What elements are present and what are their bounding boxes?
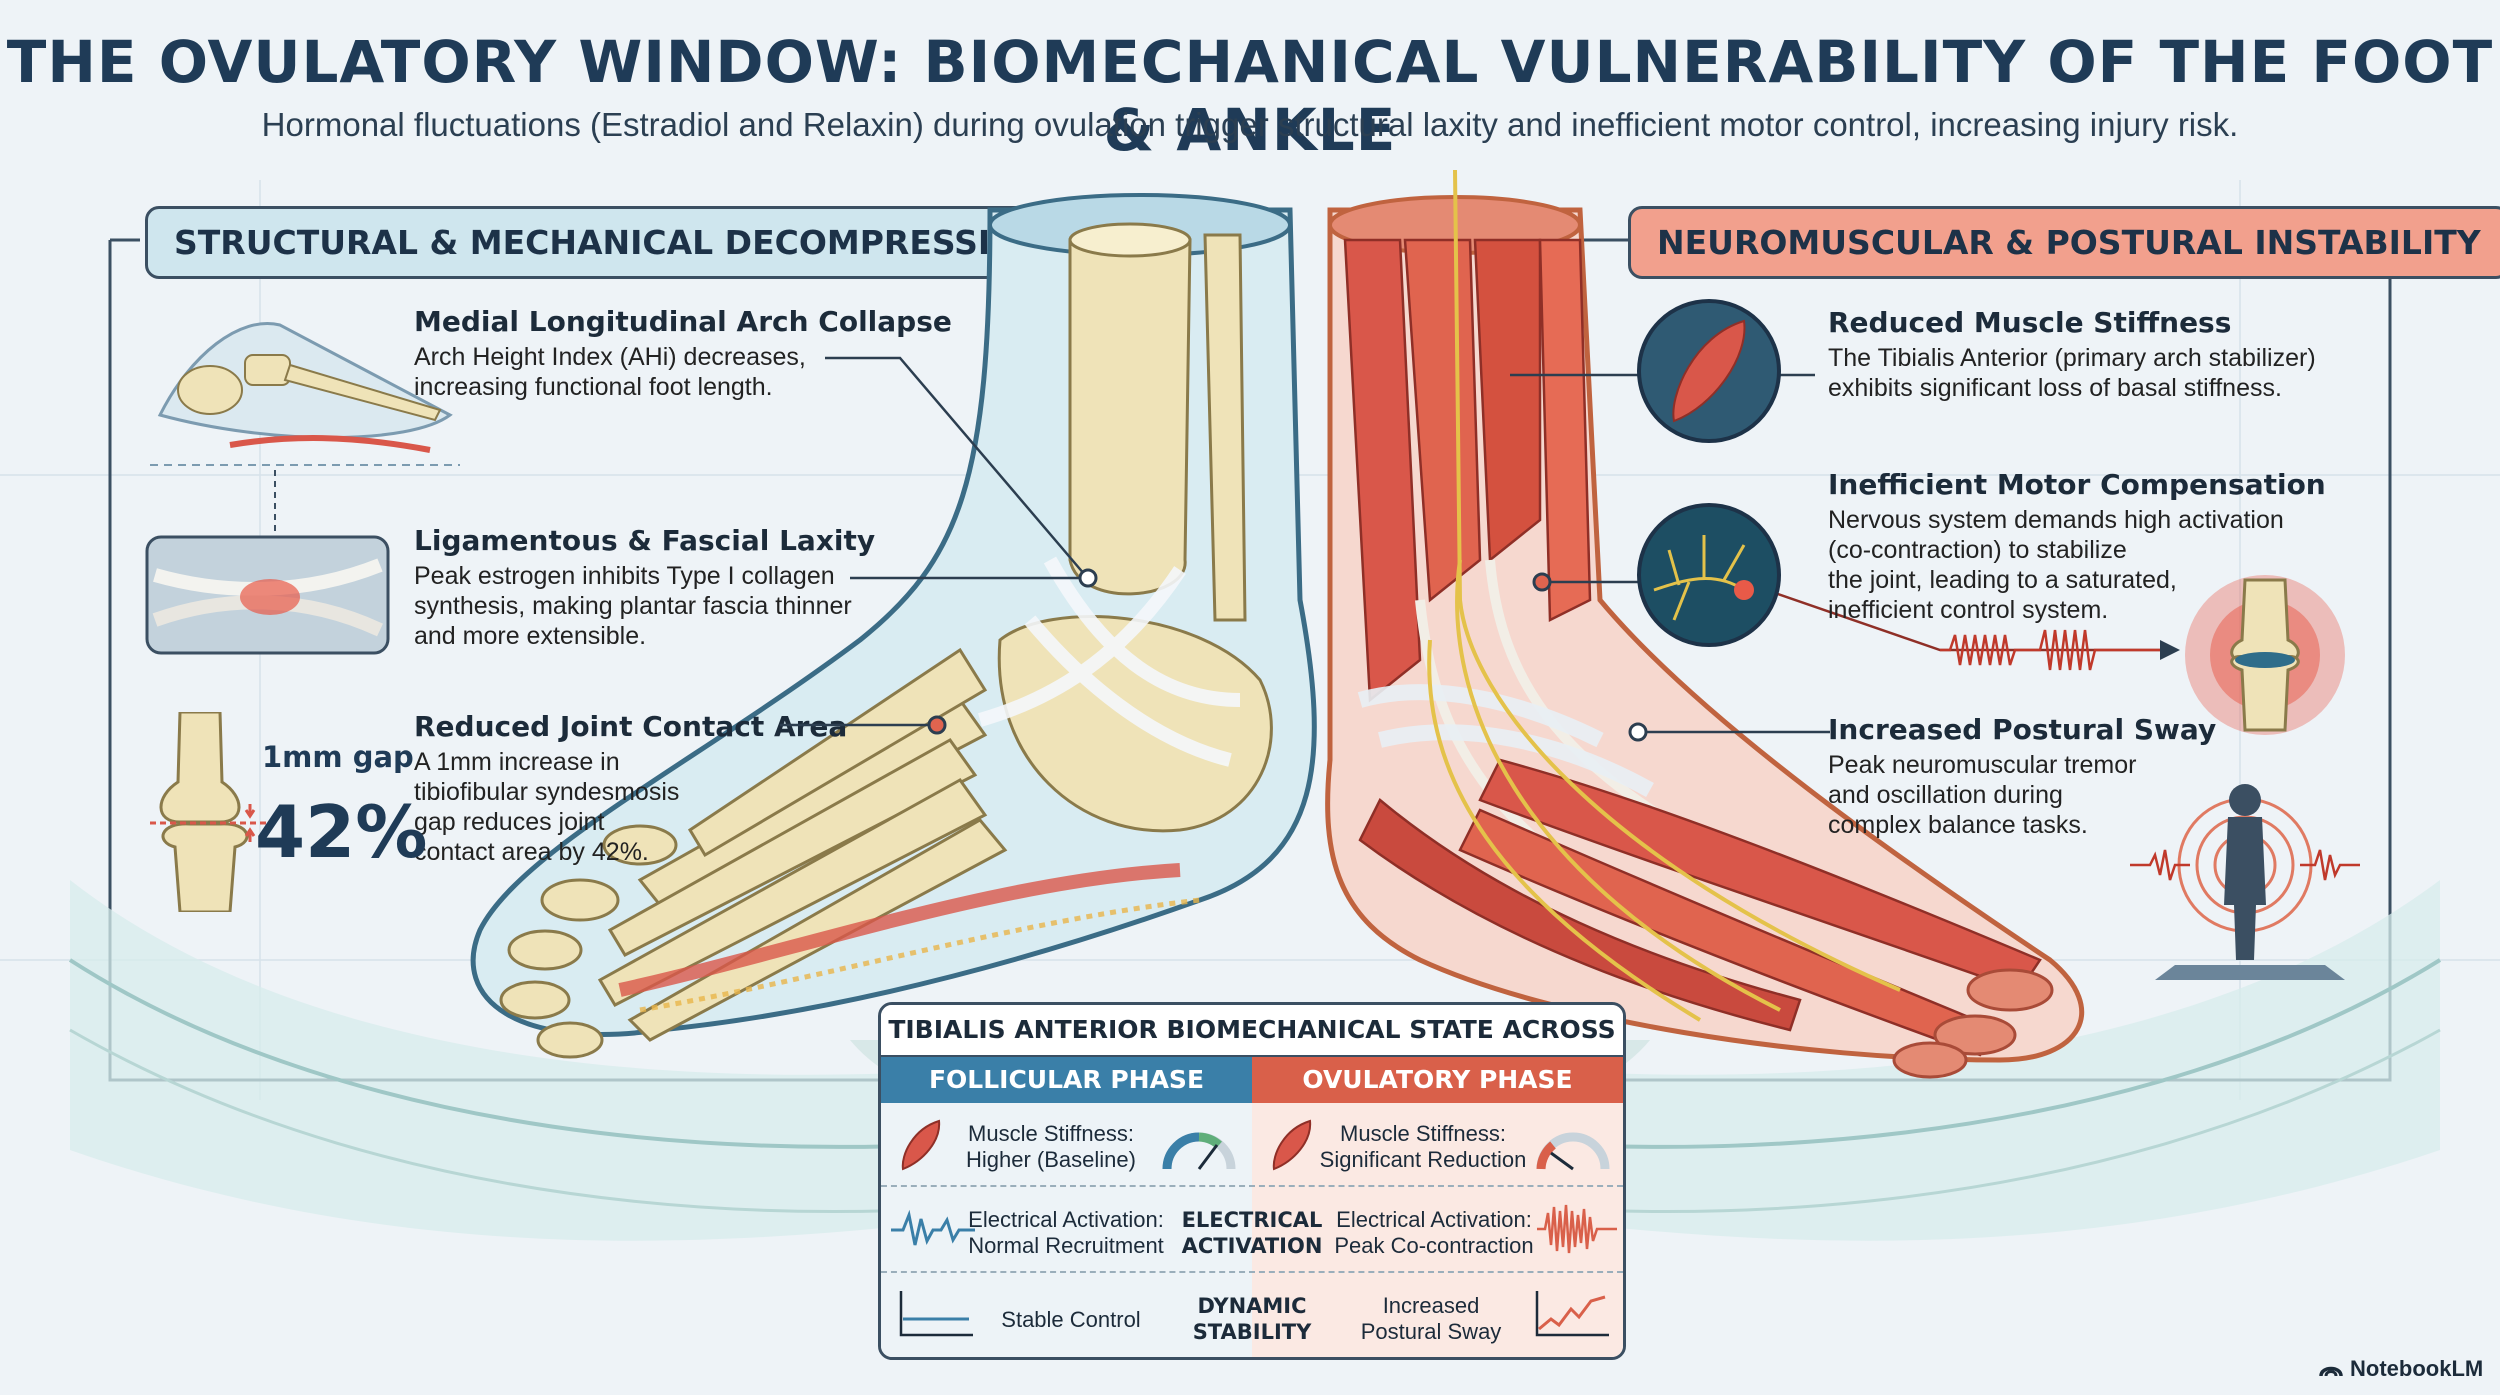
postural-sway-title: Increased Postural Sway — [1828, 713, 2217, 746]
cell-line: Higher (Baseline) — [966, 1147, 1136, 1172]
ovulatory-activation-text: Electrical Activation: Peak Co-contracti… — [1329, 1207, 1539, 1259]
brand-name: NotebookLM — [2350, 1356, 2484, 1381]
stability-graph-icon — [899, 1291, 973, 1337]
cell-line: Increased — [1382, 1293, 1480, 1318]
brand-mark: NotebookLM — [2318, 1356, 2483, 1382]
contact-area-title: Reduced Joint Contact Area — [414, 710, 848, 743]
gauge-icon — [1162, 1132, 1236, 1170]
arch-collapse-body: Arch Height Index (AHi) decreases, incre… — [414, 342, 806, 402]
electrical-activation-label: ELECTRICAL ACTIVATION — [1162, 1207, 1342, 1259]
mid-line: ACTIVATION — [1181, 1234, 1323, 1258]
arch-collapse-title: Medial Longitudinal Arch Collapse — [414, 305, 952, 338]
left-section-heading: STRUCTURAL & MECHANICAL DECOMPRESSION — [145, 206, 1075, 279]
mid-line: STABILITY — [1192, 1320, 1312, 1344]
laxity-title: Ligamentous & Fascial Laxity — [414, 524, 876, 557]
gap-label: 1mm gap — [262, 740, 414, 774]
cell-line: Muscle Stiffness: — [968, 1121, 1134, 1146]
cell-line: Normal Recruitment — [968, 1233, 1164, 1258]
postural-sway-body: Peak neuromuscular tremor and oscillatio… — [1828, 750, 2136, 840]
dynamic-stability-label: DYNAMIC STABILITY — [1162, 1293, 1342, 1345]
mid-line: DYNAMIC — [1197, 1294, 1307, 1318]
motor-compensation-line: (co-contraction) to stabilize — [1828, 536, 2127, 564]
motor-compensation-line: inefficient control system. — [1828, 596, 2109, 624]
ankle-joint-icon — [150, 712, 270, 912]
motor-compensation-line: the joint, leading to a saturated, — [1828, 566, 2177, 594]
waveform-icon — [1537, 1204, 1617, 1254]
inflamed-joint-icon — [2185, 575, 2345, 735]
motor-compensation-line: Nervous system demands high activation — [1828, 506, 2284, 534]
gauge-icon — [1536, 1132, 1610, 1171]
table-title: TIBIALIS ANTERIOR BIOMECHANICAL STATE AC… — [881, 1005, 1623, 1094]
contact-area-line: A 1mm increase in — [414, 748, 620, 776]
muscle-stiffness-line: The Tibialis Anterior (primary arch stab… — [1828, 344, 2316, 372]
arch-collapse-line: increasing functional foot length. — [414, 373, 773, 401]
muscle-stiffness-line: exhibits significant loss of basal stiff… — [1828, 374, 2282, 402]
laxity-line: Peak estrogen inhibits Type I collagen — [414, 562, 835, 590]
ovulatory-phase-header: OVULATORY PHASE — [1252, 1057, 1623, 1103]
motor-compensation-title: Inefficient Motor Compensation — [1828, 468, 2326, 501]
postural-sway-line: complex balance tasks. — [1828, 811, 2088, 839]
cell-line: Postural Sway — [1360, 1319, 1502, 1344]
muscle-stiffness-title: Reduced Muscle Stiffness — [1828, 306, 2232, 339]
follicular-activation-text: Electrical Activation: Normal Recruitmen… — [959, 1207, 1173, 1259]
arch-collapse-line: Arch Height Index (AHi) decreases, — [414, 343, 806, 371]
postural-sway-line: Peak neuromuscular tremor — [1828, 751, 2137, 779]
waveform-icon — [891, 1209, 975, 1246]
contact-area-body: A 1mm increase in tibiofibular syndesmos… — [414, 747, 679, 867]
row-divider — [881, 1185, 1623, 1187]
fascia-icon — [145, 535, 390, 655]
follicular-stability-text: Stable Control — [981, 1307, 1161, 1333]
follicular-column-bg — [881, 1103, 1252, 1357]
ovulatory-stability-text: Increased Postural Sway — [1341, 1293, 1521, 1345]
skeletal-foot-illustration — [470, 193, 1317, 1059]
contact-area-line: gap reduces joint — [414, 808, 605, 836]
postural-sway-line: and oscillation during — [1828, 781, 2063, 809]
stability-graph-icon — [1535, 1291, 1609, 1337]
follicular-stiffness-text: Muscle Stiffness: Higher (Baseline) — [951, 1121, 1151, 1173]
cell-line: Stable Control — [1001, 1307, 1141, 1332]
muscular-foot-illustration — [1325, 170, 2084, 1079]
laxity-body: Peak estrogen inhibits Type I collagen s… — [414, 561, 852, 651]
contact-area-line: tibiofibular syndesmosis — [414, 778, 680, 806]
page-title: THE OVULATORY WINDOW: BIOMECHANICAL VULN… — [6, 28, 2494, 164]
cell-line: Electrical Activation: — [968, 1207, 1164, 1232]
nerve-circle-icon — [1637, 503, 1781, 647]
page-subtitle: Hormonal fluctuations (Estradiol and Rel… — [261, 106, 2239, 143]
cell-line: Significant Reduction — [1319, 1147, 1527, 1172]
notebooklm-logo-icon — [2319, 1366, 2343, 1377]
muscle-stiffness-body: The Tibialis Anterior (primary arch stab… — [1828, 343, 2316, 403]
mid-line: ELECTRICAL — [1181, 1208, 1323, 1232]
laxity-line: and more extensible. — [414, 622, 647, 650]
muscle-small-icon — [1272, 1119, 1312, 1171]
body-sway-icon — [2130, 784, 2360, 980]
contact-area-line: contact area by 42%. — [414, 838, 649, 866]
follicular-phase-header: FOLLICULAR PHASE — [881, 1057, 1252, 1103]
right-section-heading: NEUROMUSCULAR & POSTURAL INSTABILITY — [1628, 206, 2500, 279]
cell-line: Electrical Activation: — [1336, 1207, 1532, 1232]
cell-line: Muscle Stiffness: — [1340, 1121, 1506, 1146]
cell-line: Peak Co-contraction — [1334, 1233, 1534, 1258]
ovulatory-stiffness-text: Muscle Stiffness: Significant Reduction — [1313, 1121, 1533, 1173]
percent-label: 42% — [255, 790, 428, 874]
arch-foot-icon — [150, 322, 460, 466]
muscle-small-icon — [901, 1119, 941, 1171]
muscle-circle-icon — [1637, 299, 1781, 443]
motor-compensation-body: Nervous system demands high activation (… — [1828, 505, 2284, 625]
dashed-connector — [274, 470, 276, 540]
laxity-line: synthesis, making plantar fascia thinner — [414, 592, 852, 620]
row-divider — [881, 1271, 1623, 1273]
phase-comparison-table: TIBIALIS ANTERIOR BIOMECHANICAL STATE AC… — [878, 1002, 1626, 1360]
